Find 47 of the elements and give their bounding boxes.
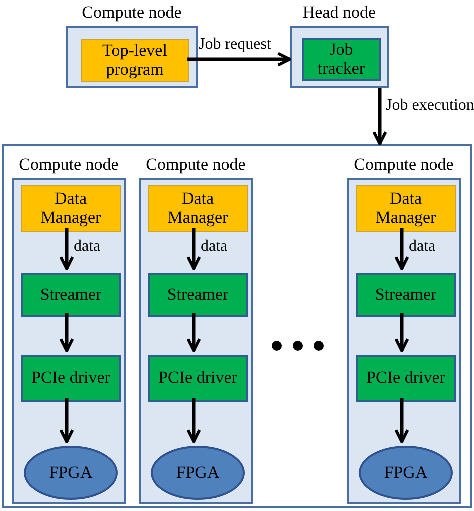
process-box	[21, 185, 121, 232]
node-label: PCIe driver	[366, 369, 446, 388]
node-heading: Compute node	[146, 155, 246, 175]
process-box	[302, 38, 381, 81]
node-label: PCIe driver	[30, 369, 112, 388]
edge-label: data	[201, 238, 228, 256]
node-label: Data Manager	[40, 190, 102, 228]
node-heading: Compute node	[354, 155, 454, 175]
edge-label: data	[409, 238, 436, 256]
node-label: Data Manager	[374, 190, 438, 228]
node-heading: Compute node	[19, 155, 119, 175]
edge-label: data	[74, 238, 101, 256]
arrow	[394, 313, 410, 352]
arrow	[187, 52, 292, 67]
node-label: FPGA	[383, 464, 429, 482]
node-group-box	[2, 144, 472, 508]
process-box	[148, 273, 248, 317]
arrow	[394, 398, 410, 444]
process-box	[356, 355, 456, 402]
process-box	[148, 355, 248, 402]
node-label: Top-level program	[102, 42, 168, 80]
node-label: FPGA	[175, 464, 221, 482]
arrow	[372, 88, 388, 146]
node-label: Streamer	[166, 286, 230, 304]
edge-label: Job request	[199, 36, 272, 54]
node-label: Data Manager	[166, 190, 230, 228]
node-heading: Compute node	[82, 3, 182, 23]
process-box	[148, 185, 248, 232]
arrow	[186, 313, 202, 352]
arrow	[60, 398, 74, 444]
process-box	[21, 273, 121, 317]
node-label: Streamer	[39, 286, 103, 304]
process-box	[21, 355, 121, 402]
process-box	[356, 185, 456, 232]
arrow	[394, 228, 410, 270]
arrow	[60, 228, 74, 270]
process-box	[81, 39, 189, 82]
node-heading: Head node	[302, 3, 376, 23]
node-label: PCIe driver	[158, 369, 238, 388]
node-label: FPGA	[48, 464, 94, 482]
arrow	[60, 313, 74, 352]
node-label: Job tracker	[316, 40, 366, 78]
process-box	[356, 273, 456, 317]
arrow	[186, 398, 202, 444]
arrow	[186, 228, 202, 270]
edge-label: Job execution	[386, 97, 474, 115]
node-label: Streamer	[374, 286, 438, 304]
